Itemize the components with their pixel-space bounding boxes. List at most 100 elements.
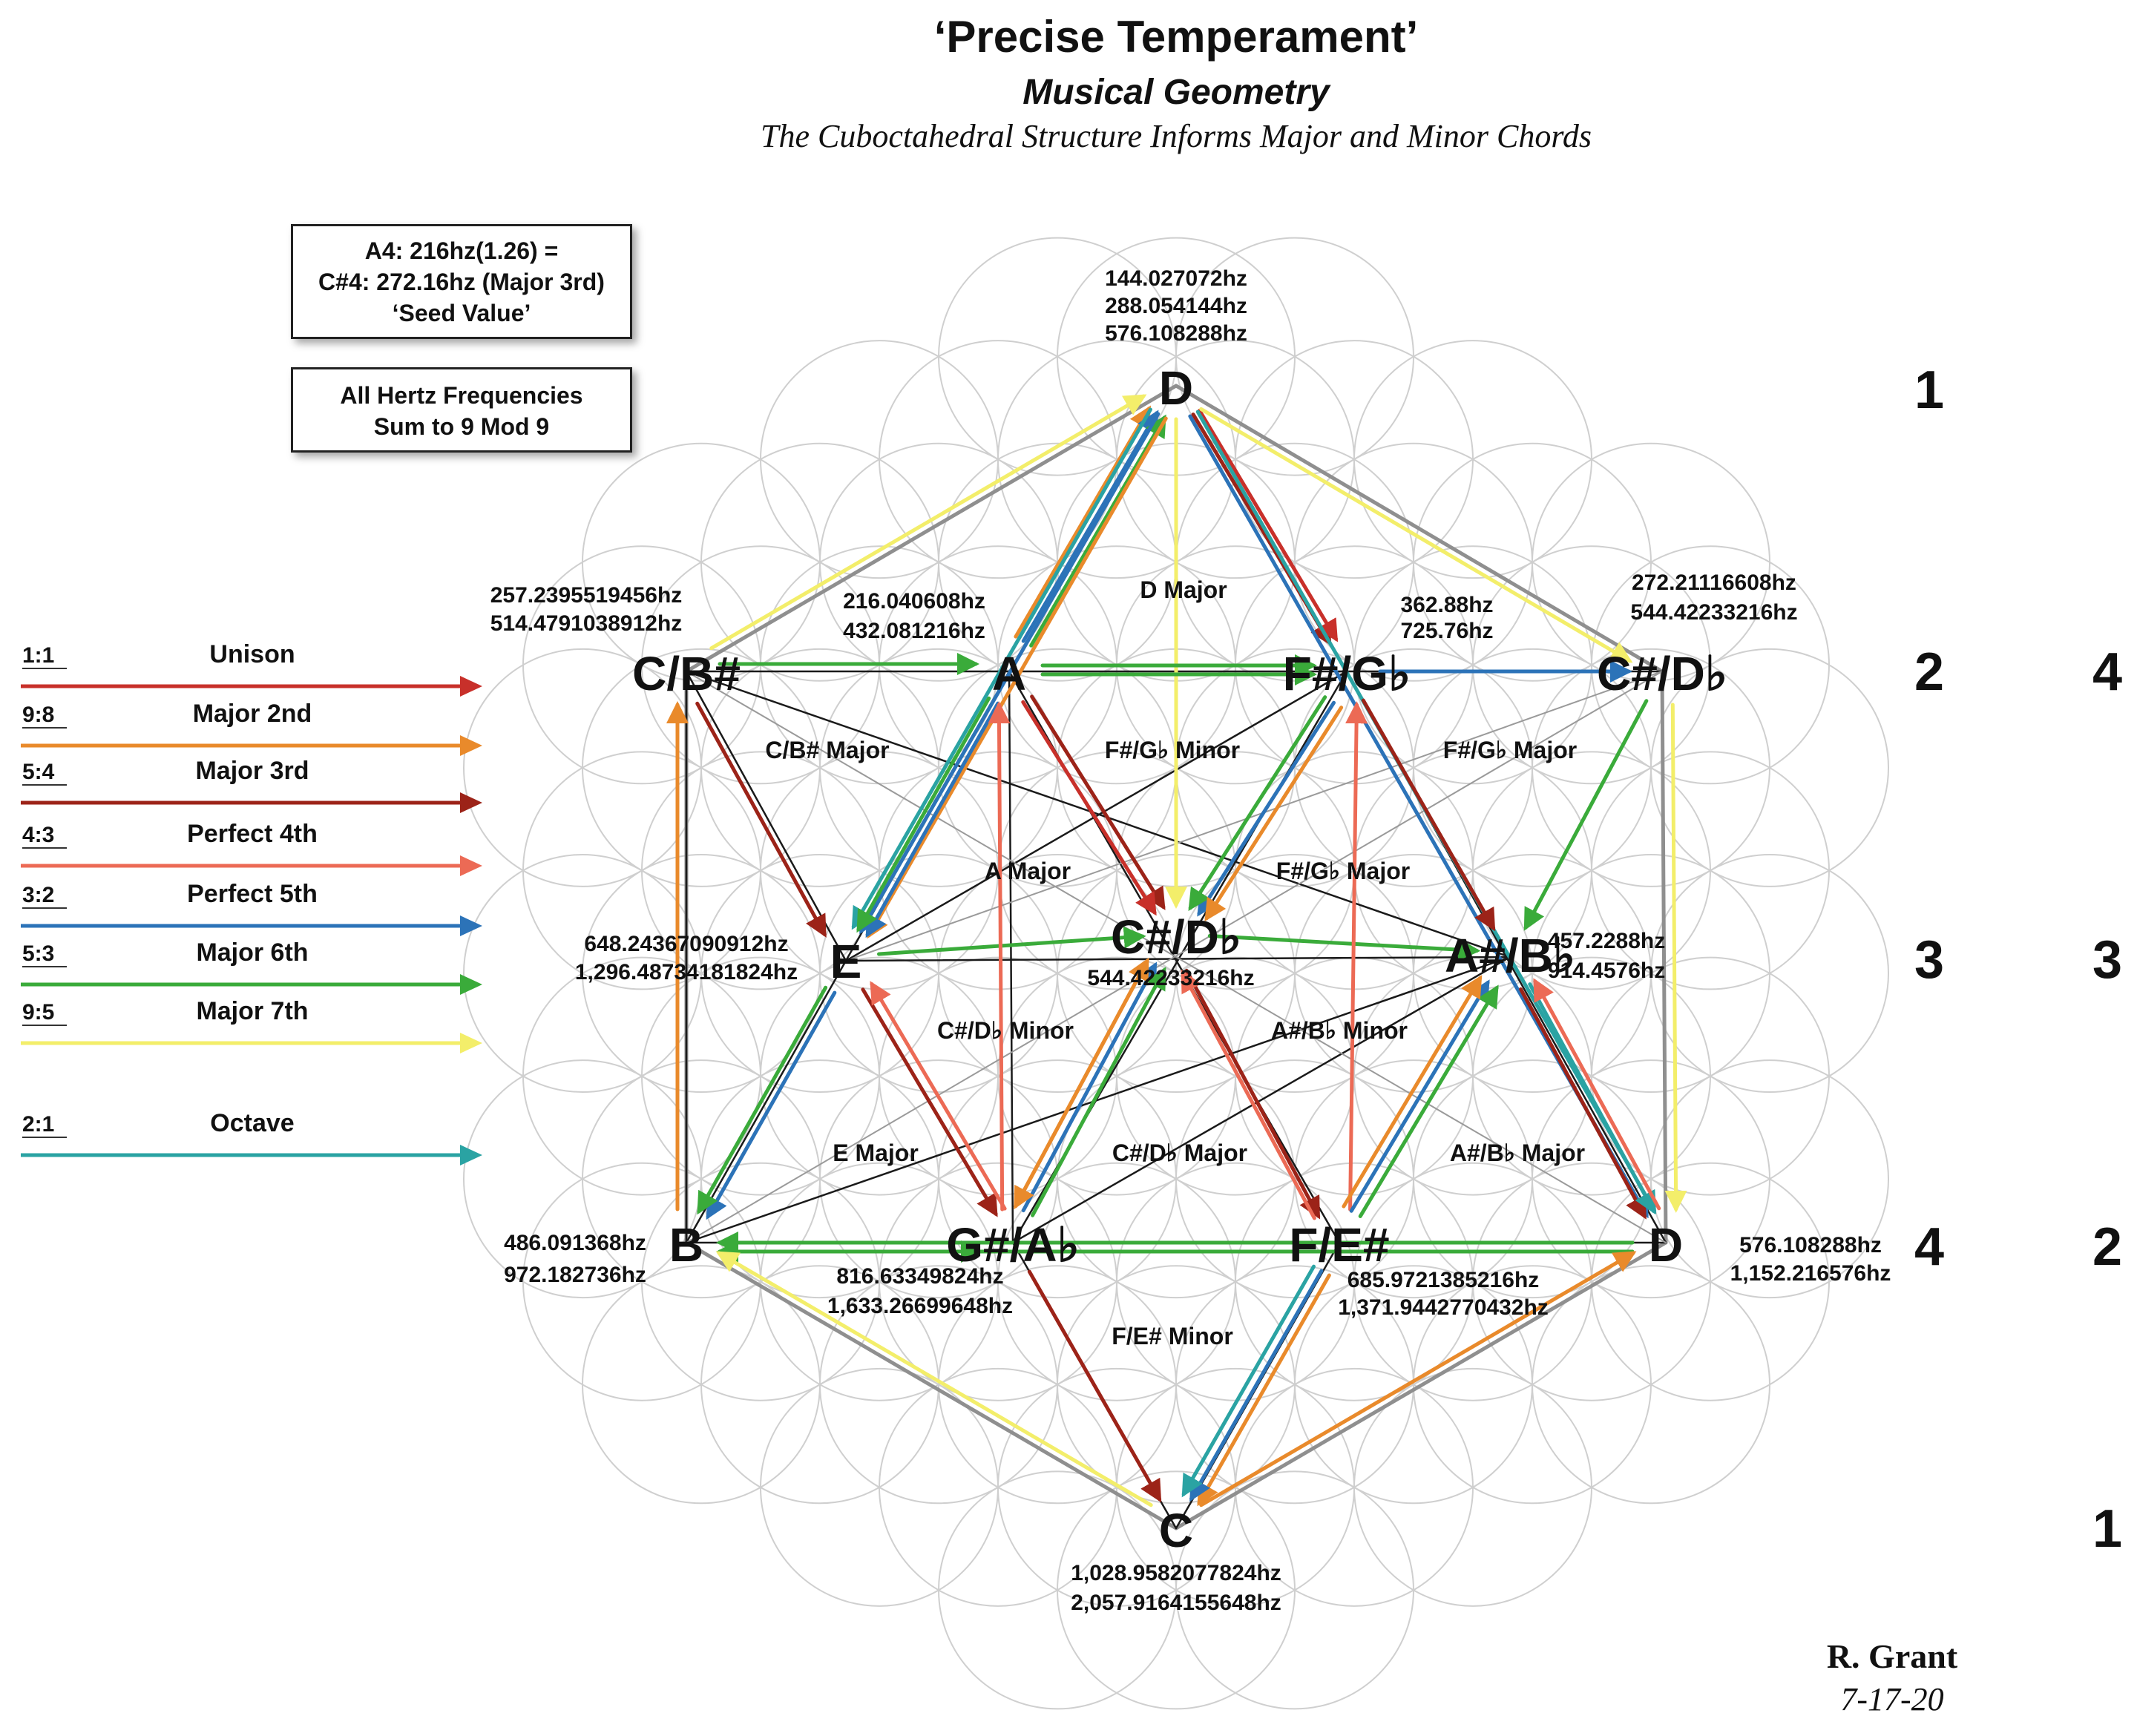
frequency-label: 1,633.26699648hz — [827, 1294, 1013, 1318]
chord-label: A#/B♭ Major — [1450, 1140, 1585, 1166]
interval-arrow-unison — [1021, 700, 1157, 916]
guide-line — [845, 671, 1663, 961]
interval-arrow-major3 — [1184, 968, 1321, 1220]
frequency-label: 1,028.9582077824hz — [1071, 1561, 1281, 1585]
chord-label: D Major — [1140, 576, 1227, 603]
interval-arrow-perfect4 — [1533, 978, 1661, 1211]
frequency-label: 1,371.9442770432hz — [1338, 1295, 1549, 1320]
interval-arrow-perfect5 — [1021, 410, 1159, 643]
flower-circle — [1650, 1059, 1889, 1299]
interval-arrow-perfect5 — [859, 412, 1161, 935]
row-number: 1 — [2092, 1499, 2122, 1559]
interval-arrow-major2 — [1199, 1251, 1637, 1508]
row-number: 3 — [1914, 930, 1944, 990]
frequency-label: 576.108288hz — [1105, 321, 1247, 346]
frequency-label: 216.040608hz — [843, 589, 985, 614]
interval-arrow-major6 — [1207, 934, 1481, 961]
note-a-sharp-b-flat: A#/B♭ — [1445, 929, 1575, 982]
interval-arrow-major7 — [1199, 407, 1633, 663]
legend-name: Major 3rd — [195, 757, 309, 785]
frequency-label: 514.4791038912hz — [490, 611, 683, 636]
guide-line — [686, 671, 1663, 1243]
interval-arrow-perfect5 — [1021, 961, 1158, 1213]
row-number: 3 — [2092, 930, 2122, 990]
legend-name: Unison — [209, 640, 295, 668]
interval-arrow-major6 — [1188, 695, 1327, 912]
interval-arrow-major2 — [1197, 1273, 1331, 1507]
interval-arrow-perfect5 — [1189, 1269, 1324, 1502]
row-number: 4 — [1914, 1217, 1944, 1277]
interval-arrow-perfect4 — [1181, 969, 1316, 1220]
interval-arrow-major3 — [1361, 698, 1496, 932]
interval-arrow-major6 — [1029, 414, 1166, 648]
interval-arrow-perfect5 — [1197, 700, 1336, 917]
note-c-b-sharp: C/B# — [632, 647, 741, 700]
interval-arrow-major7 — [1664, 703, 1687, 1213]
interval-arrow-major6 — [1031, 967, 1166, 1217]
legend-arrowhead — [460, 1033, 482, 1053]
note-c-bottom: C — [1159, 1504, 1193, 1557]
interval-arrow-major6 — [856, 696, 991, 933]
legend-name: Major 6th — [196, 938, 308, 967]
row-number: 4 — [2092, 642, 2122, 702]
frequency-label: 272.21116608hz — [1632, 571, 1796, 595]
interval-arrow-major6 — [1523, 699, 1649, 931]
chord-label: C/B# Major — [765, 737, 889, 763]
legend-ratio: 9:5 — [22, 1000, 54, 1025]
legend-arrowhead — [460, 1145, 482, 1165]
frequency-label: 1,152.216576hz — [1730, 1261, 1891, 1286]
interval-arrow-major3 — [1519, 987, 1647, 1220]
chord-label: A Major — [985, 858, 1071, 884]
hexagon-edge — [684, 1240, 1178, 1530]
legend-name: Major 7th — [196, 997, 308, 1025]
interval-arrow-perfect4 — [1345, 701, 1368, 1211]
legend-arrowhead — [460, 676, 482, 697]
frequency-label: 362.88hz — [1400, 593, 1493, 617]
interval-arrow-major6 — [876, 926, 1146, 956]
frequency-label: 457.2288hz — [1548, 929, 1665, 953]
hexagon-edge — [1174, 1240, 1668, 1530]
frequency-label: 544.42233216hz — [1087, 966, 1254, 990]
structural-line — [685, 670, 847, 962]
interval-arrow-octave — [1528, 982, 1656, 1215]
legend-ratio: 2:1 — [22, 1112, 54, 1137]
chord-label: C#/D♭ Major — [1112, 1140, 1247, 1166]
note-f-e-sharp: F/E# — [1289, 1218, 1389, 1272]
frequency-label: 257.2395519456hz — [490, 583, 683, 608]
interval-arrow-major6 — [697, 985, 828, 1215]
structural-line — [1011, 956, 1511, 1244]
legend-name: Octave — [210, 1109, 294, 1137]
interval-arrow-major3 — [861, 987, 998, 1217]
interval-arrow-perfect5 — [706, 990, 837, 1220]
interval-arrow-major6 — [1358, 984, 1499, 1218]
note-a: A — [992, 647, 1026, 700]
interval-arrow-perfect5 — [865, 701, 1000, 938]
interval-arrow-major7 — [715, 1251, 1153, 1508]
interval-arrow-octave — [851, 407, 1152, 930]
note-d-top: D — [1159, 361, 1193, 415]
legend-ratio: 4:3 — [22, 823, 54, 847]
legend-arrowhead — [460, 855, 482, 876]
seed-line: A4: 216hz(1.26) = — [364, 237, 559, 264]
frequency-labels: 144.027072hz 288.054144hz 576.108288hz 2… — [490, 266, 1891, 1615]
note-g-sharp-a-flat: G#/A♭ — [946, 1218, 1080, 1272]
chord-labels: D Major C/B# Major F#/G♭ Minor F#/G♭ Maj… — [765, 576, 1585, 1349]
interval-arrow-major3 — [1030, 694, 1166, 910]
chord-label: F/E# Minor — [1112, 1323, 1233, 1349]
note-c-sharp-d-flat-center: C#/D♭ — [1111, 910, 1241, 964]
interval-arrow-major2 — [867, 416, 1168, 939]
hexagon-edge — [1174, 384, 1664, 674]
frequency-label: 486.091368hz — [504, 1231, 646, 1255]
note-line: Sum to 9 Mod 9 — [373, 413, 550, 440]
frequency-label: 576.108288hz — [1739, 1233, 1882, 1257]
frequency-label: 972.182736hz — [504, 1263, 646, 1287]
interval-arrow-major2 — [1204, 706, 1344, 922]
note-labels: D C/B# A F#/G♭ C#/D♭ E C#/D♭ A#/B♭ B G#/… — [632, 361, 1727, 1557]
interval-arrow-octave — [1181, 1264, 1316, 1498]
frequency-label: 288.054144hz — [1105, 294, 1247, 318]
interval-arrow-perfect5 — [1349, 979, 1490, 1213]
legend-name: Major 2nd — [193, 700, 312, 728]
chord-label: A#/B♭ Minor — [1271, 1017, 1408, 1044]
